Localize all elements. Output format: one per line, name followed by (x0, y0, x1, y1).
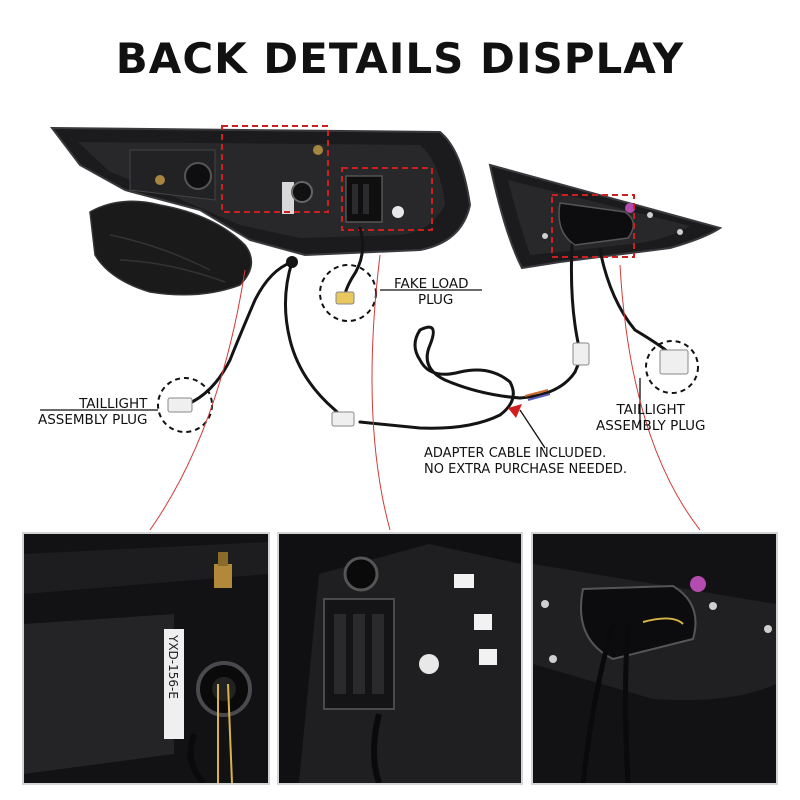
right-taillight-plug-label-line2: ASSEMBLY PLUG (596, 418, 706, 434)
right-taillight-plug-label-line1: TAILLIGHT (616, 402, 685, 418)
fake-load-plug-label-line2: PLUG (418, 292, 454, 308)
page-title: BACK DETAILS DISPLAY (115, 34, 685, 83)
detail-photo-inner-connector (531, 532, 778, 785)
left-taillight-plug-label-line1: TAILLIGHT (79, 396, 148, 412)
photo-sticker-text: YXD-156-E (166, 634, 180, 699)
highlight-box-inner-connector (551, 194, 635, 258)
right-taillight-plug-label: TAILLIGHT ASSEMBLY PLUG (596, 402, 705, 434)
highlight-box-fake-load (341, 167, 433, 231)
adapter-cable-note-line1: ADAPTER CABLE INCLUDED. (424, 446, 607, 461)
adapter-right-plug (572, 342, 590, 366)
right-taillight-plug (659, 349, 689, 375)
right-plug-circle (645, 340, 699, 394)
detail-leader-lines (149, 254, 701, 530)
adapter-arrow-marker (508, 404, 522, 418)
left-taillight-plug (167, 397, 193, 413)
detail-photo-fake-load (277, 532, 523, 785)
adapter-white-plug (331, 411, 355, 427)
highlight-boxes (221, 125, 635, 258)
taillight-back-diagram (40, 125, 723, 530)
inner-taillight-assembly (488, 163, 723, 270)
fake-load-plug (335, 291, 355, 305)
highlight-box-sticker (221, 125, 329, 213)
cables (190, 226, 670, 430)
fake-load-plug-label: FAKE LOAD PLUG (394, 276, 469, 308)
adapter-wire-colors (524, 389, 549, 397)
plugs (167, 256, 689, 427)
fake-load-plug-label-line1: FAKE LOAD (394, 276, 469, 292)
adapter-cable-note: ADAPTER CABLE INCLUDED. NO EXTRA PURCHAS… (424, 446, 627, 478)
adapter-cable-note-line2: NO EXTRA PURCHASE NEEDED. (424, 462, 628, 477)
left-taillight-plug-label-line2: ASSEMBLY PLUG (38, 412, 148, 428)
detail-photo-sticker: YXD-156-E (22, 532, 270, 785)
outer-taillight-assembly (49, 126, 472, 296)
left-taillight-plug-label: TAILLIGHT ASSEMBLY PLUG (38, 396, 147, 428)
callout-leaders (40, 289, 641, 449)
